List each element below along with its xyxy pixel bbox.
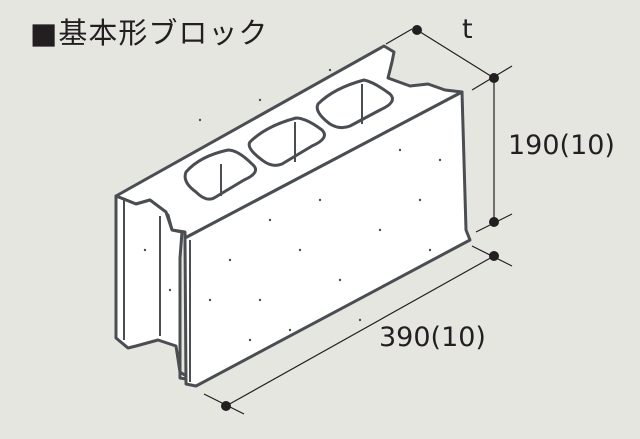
block-hole-2 [247,116,326,167]
diagram-title: ■基本形ブロック [30,16,269,50]
length-dimension-label: 390(10) [379,322,486,353]
block-front-face [183,90,472,388]
thickness-dimension-label: t [462,14,473,45]
height-dimension-label: 190(10) [508,130,615,161]
block-hole-3 [315,78,394,130]
dimension-endpoints [221,25,499,411]
